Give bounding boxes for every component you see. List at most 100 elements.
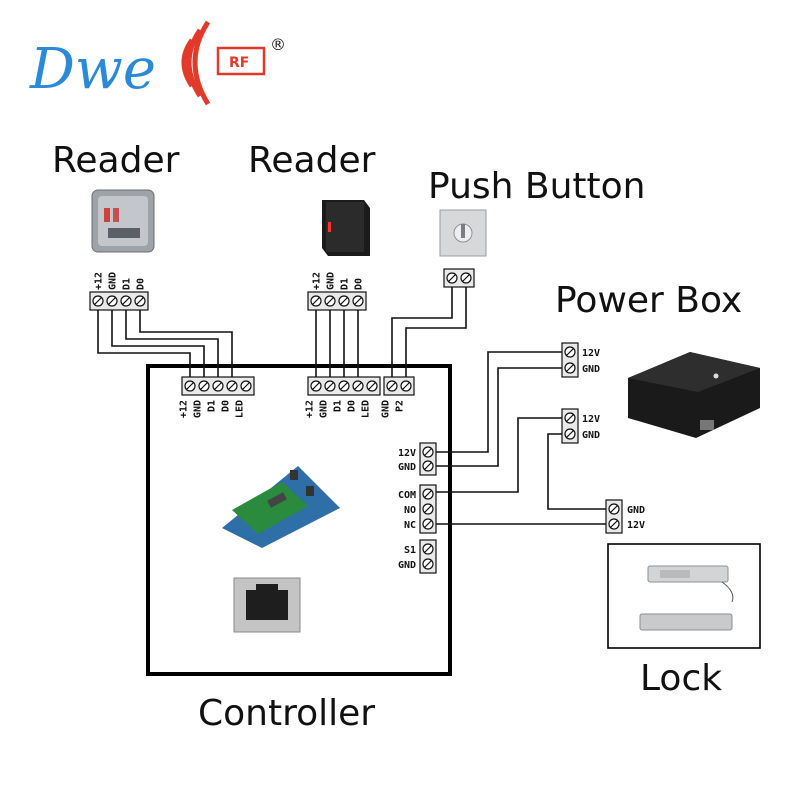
rf-badge-text: RF [229, 55, 249, 71]
controller-relay-pin-label: NC [404, 520, 416, 531]
wire [97, 310, 191, 378]
wire [125, 310, 219, 378]
controller-reader1-pin-label: GND [193, 400, 204, 418]
screw-slot [340, 297, 348, 305]
controller-reader1-pin-label: D0 [221, 400, 232, 412]
screw-slot [326, 382, 334, 390]
screw-slot [312, 297, 320, 305]
screw-slot [326, 297, 334, 305]
screw-slot [186, 382, 194, 390]
screw-slot [242, 382, 250, 390]
controller-reader2-terminal [307, 376, 381, 396]
reader-left-pin-label: D1 [122, 278, 133, 290]
wire [391, 287, 453, 378]
controller-button-pin-label: GND [381, 400, 392, 418]
screw-slot [136, 297, 144, 305]
power-box-upper-terminal [561, 342, 579, 378]
power-box-device-icon [628, 352, 760, 438]
reader-right-pin-label: D0 [354, 278, 365, 290]
screw-slot [214, 382, 222, 390]
controller-board-icon [222, 466, 340, 548]
controller-button-pin-label: P2 [395, 400, 406, 412]
rf-badge [216, 46, 266, 76]
screw-slot [424, 448, 432, 456]
power-box-lower-terminal [561, 408, 579, 444]
lock-terminal [605, 499, 623, 534]
signal-wave-icon [181, 38, 195, 88]
ethernet-port-icon [233, 577, 301, 633]
wire [405, 287, 467, 378]
screw-slot [200, 382, 208, 390]
terminal-block-body [307, 291, 367, 311]
screw-slot [424, 462, 432, 470]
screw-slot [354, 297, 362, 305]
brand-logo: Dwe RF ® [29, 20, 286, 106]
reader-right-terminal [307, 291, 367, 311]
controller-sensor-terminal [419, 539, 437, 574]
reader-left-pin-label: D0 [136, 278, 147, 290]
screw-slot [122, 297, 130, 305]
screw-slot [368, 382, 376, 390]
power-box-lower-pin-label: 12V [582, 414, 600, 425]
reader-right-label: Reader [248, 140, 376, 181]
lock-pin-label: GND [627, 505, 645, 516]
screw-slot [566, 364, 574, 372]
controller-reader2-pin-label: D0 [347, 400, 358, 412]
reader-left-device-icon [91, 189, 155, 253]
wire [139, 310, 233, 378]
screw-slot [462, 274, 470, 282]
wire [111, 310, 205, 378]
registered-mark: ® [270, 35, 286, 54]
reader-left-label: Reader [52, 140, 180, 181]
reader-right-device-icon [322, 200, 370, 256]
reader-left-pin-label: GND [108, 272, 119, 290]
controller-reader2-pin-label: +12 [305, 400, 316, 418]
controller-sensor-pin-label: S1 [404, 545, 416, 556]
wire [434, 351, 562, 453]
lock-pin-label: 12V [627, 520, 645, 531]
screw-slot [424, 505, 432, 513]
controller-reader2-pin-label: LED [361, 400, 372, 418]
screw-slot [340, 382, 348, 390]
push-button-device-icon [439, 209, 487, 257]
lock-label: Lock [640, 658, 722, 699]
lock-device-icon [639, 565, 734, 631]
screw-slot [566, 414, 574, 422]
controller-power-pin-label: GND [398, 462, 416, 473]
power-box-label: Power Box [555, 280, 742, 321]
screw-slot [94, 297, 102, 305]
power-box-lower-pin-label: GND [582, 430, 600, 441]
screw-slot [566, 348, 574, 356]
wires [97, 287, 606, 525]
controller-relay-terminal [419, 484, 437, 534]
controller-reader2-pin-label: GND [319, 400, 330, 418]
screw-slot [610, 505, 618, 513]
screw-slot [424, 490, 432, 498]
signal-wave-icon [186, 28, 203, 98]
screw-slot [424, 560, 432, 568]
wire [547, 433, 606, 510]
power-box-upper-pin-label: 12V [582, 348, 600, 359]
controller-reader2-pin-label: D1 [333, 400, 344, 412]
screw-slot [312, 382, 320, 390]
screw-slot [354, 382, 362, 390]
controller-reader1-pin-label: LED [235, 400, 246, 418]
reader-right-pin-label: +12 [312, 272, 323, 290]
reader-right-pin-label: D1 [340, 278, 351, 290]
screw-slot [610, 520, 618, 528]
power-box-upper-pin-label: GND [582, 364, 600, 375]
controller-reader1-pin-label: +12 [179, 400, 190, 418]
push-button-label: Push Button [428, 166, 646, 207]
screw-slot [228, 382, 236, 390]
controller-button-terminal [383, 376, 415, 396]
signal-wave-icon [192, 20, 211, 106]
terminal-block-body [89, 291, 149, 311]
controller-reader1-terminal [181, 376, 255, 396]
controller-power-terminal [419, 442, 437, 476]
screw-slot [424, 545, 432, 553]
controller-relay-pin-label: NO [404, 505, 416, 516]
wire [434, 367, 562, 467]
screw-slot [388, 382, 396, 390]
